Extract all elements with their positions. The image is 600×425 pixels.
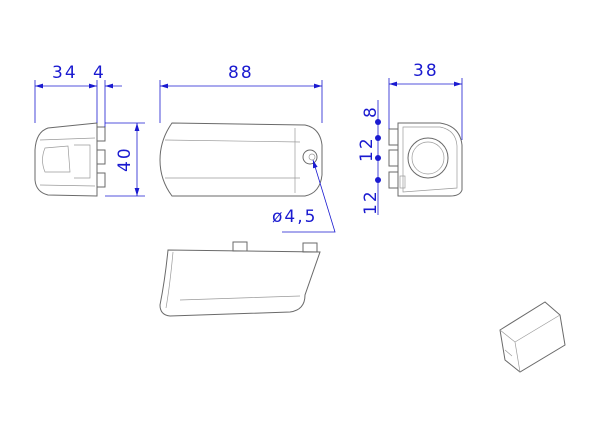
dim-length: 88	[228, 63, 254, 83]
dim-hole-diameter: ø4,5	[272, 207, 317, 227]
dim-spacing-2: 12	[361, 189, 381, 215]
left-end-view: 34 4 40	[34, 63, 145, 197]
dim-offset-top: 8	[361, 105, 381, 118]
dim-spacing-1: 12	[357, 136, 377, 162]
right-end-view: 38 8 12 12	[357, 61, 463, 215]
side-view: 88 ø4,5	[159, 63, 336, 233]
dim-left-width: 34	[52, 63, 78, 83]
dim-end-width: 38	[413, 61, 439, 81]
dim-left-tab: 4	[93, 63, 106, 83]
isometric-view	[499, 301, 566, 373]
bottom-view	[159, 241, 321, 317]
dim-height: 40	[115, 146, 135, 172]
